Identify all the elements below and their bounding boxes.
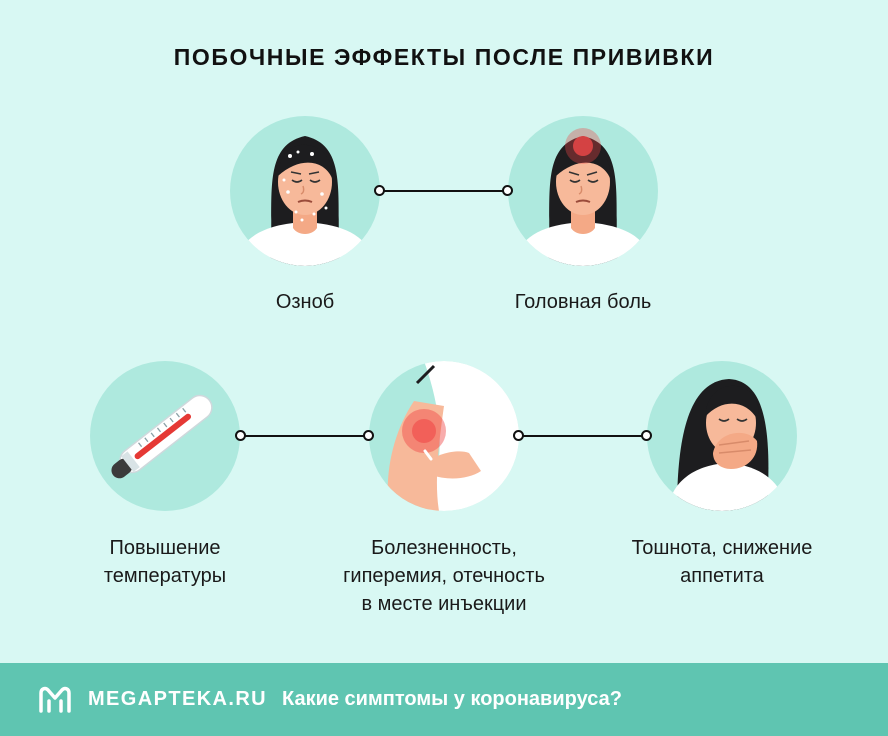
- injection-site-icon: [369, 361, 519, 511]
- page-title: ПОБОЧНЫЕ ЭФФЕКТЫ ПОСЛЕ ПРИВИВКИ: [173, 44, 715, 70]
- thermometer-icon: [90, 361, 240, 511]
- label-nausea: Тошнота, снижение аппетита: [631, 537, 813, 587]
- connector-line: [381, 190, 508, 192]
- connector-dot: [374, 185, 385, 196]
- logo-icon: [39, 686, 71, 713]
- label-fever: Повышение температуры: [103, 537, 227, 587]
- connector-dot: [513, 430, 524, 441]
- label-chills: Озноб: [275, 291, 335, 313]
- coronavirus-symptoms-link[interactable]: Какие симптомы у коронавируса?: [282, 688, 622, 710]
- connector-dot: [363, 430, 374, 441]
- connector-line: [520, 435, 647, 437]
- connector-dot: [235, 430, 246, 441]
- connector-dot: [502, 185, 513, 196]
- connector-dot: [641, 430, 652, 441]
- connector-line: [242, 435, 369, 437]
- label-headache: Головная боль: [514, 291, 652, 313]
- shivering-woman-icon: [230, 116, 380, 266]
- nausea-woman-icon: [647, 361, 797, 511]
- label-injection-site: Болезненность, гиперемия, отечность в ме…: [343, 537, 545, 615]
- headache-woman-icon: [508, 116, 658, 266]
- footer-bar: MEGAPTEKA.RU Какие симптомы у коронавиру…: [0, 663, 888, 736]
- brand-name[interactable]: MEGAPTEKA.RU: [88, 688, 268, 710]
